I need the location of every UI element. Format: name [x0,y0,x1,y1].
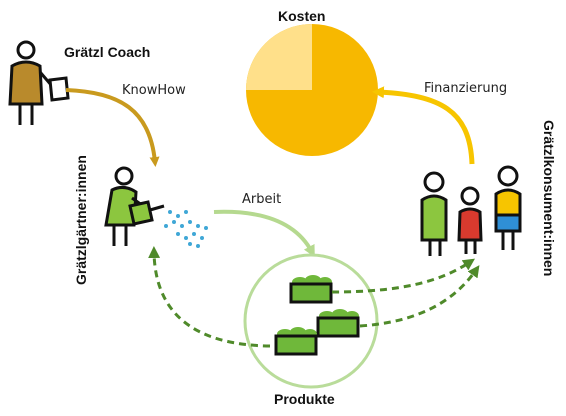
knowhow-arrow [65,88,160,167]
finanzierung-arrow [372,86,475,165]
coach-label: Grätzl Coach [64,44,150,60]
consumer-green-icon [420,171,448,256]
dashed-arrow-right [359,265,480,328]
konsumenten-label: Grätzlkonsument:innen [541,120,557,276]
consumer-yellow-icon [494,165,522,250]
coach-figure-icon [8,40,70,125]
knowhow-label: KnowHow [122,83,186,98]
watering-can-icon [128,200,165,226]
arbeit-arrow [213,209,315,258]
cost-pie [246,24,378,156]
cost-pie-slice [246,24,312,90]
gardener-figure-icon [104,166,147,246]
crate-icon-right [316,309,360,338]
crate-icon-bottom [274,327,318,356]
consumer-red-icon [457,186,483,254]
finanzierung-label: Finanzierung [424,81,507,96]
gaertner-label: Grätzlgärtner:innen [73,155,89,285]
arbeit-label: Arbeit [242,192,281,207]
produkte-label: Produkte [274,391,335,407]
water-drops [164,210,208,248]
dashed-arrow-return [148,246,271,348]
kosten-label: Kosten [278,8,325,24]
crate-icon-top [289,275,333,304]
